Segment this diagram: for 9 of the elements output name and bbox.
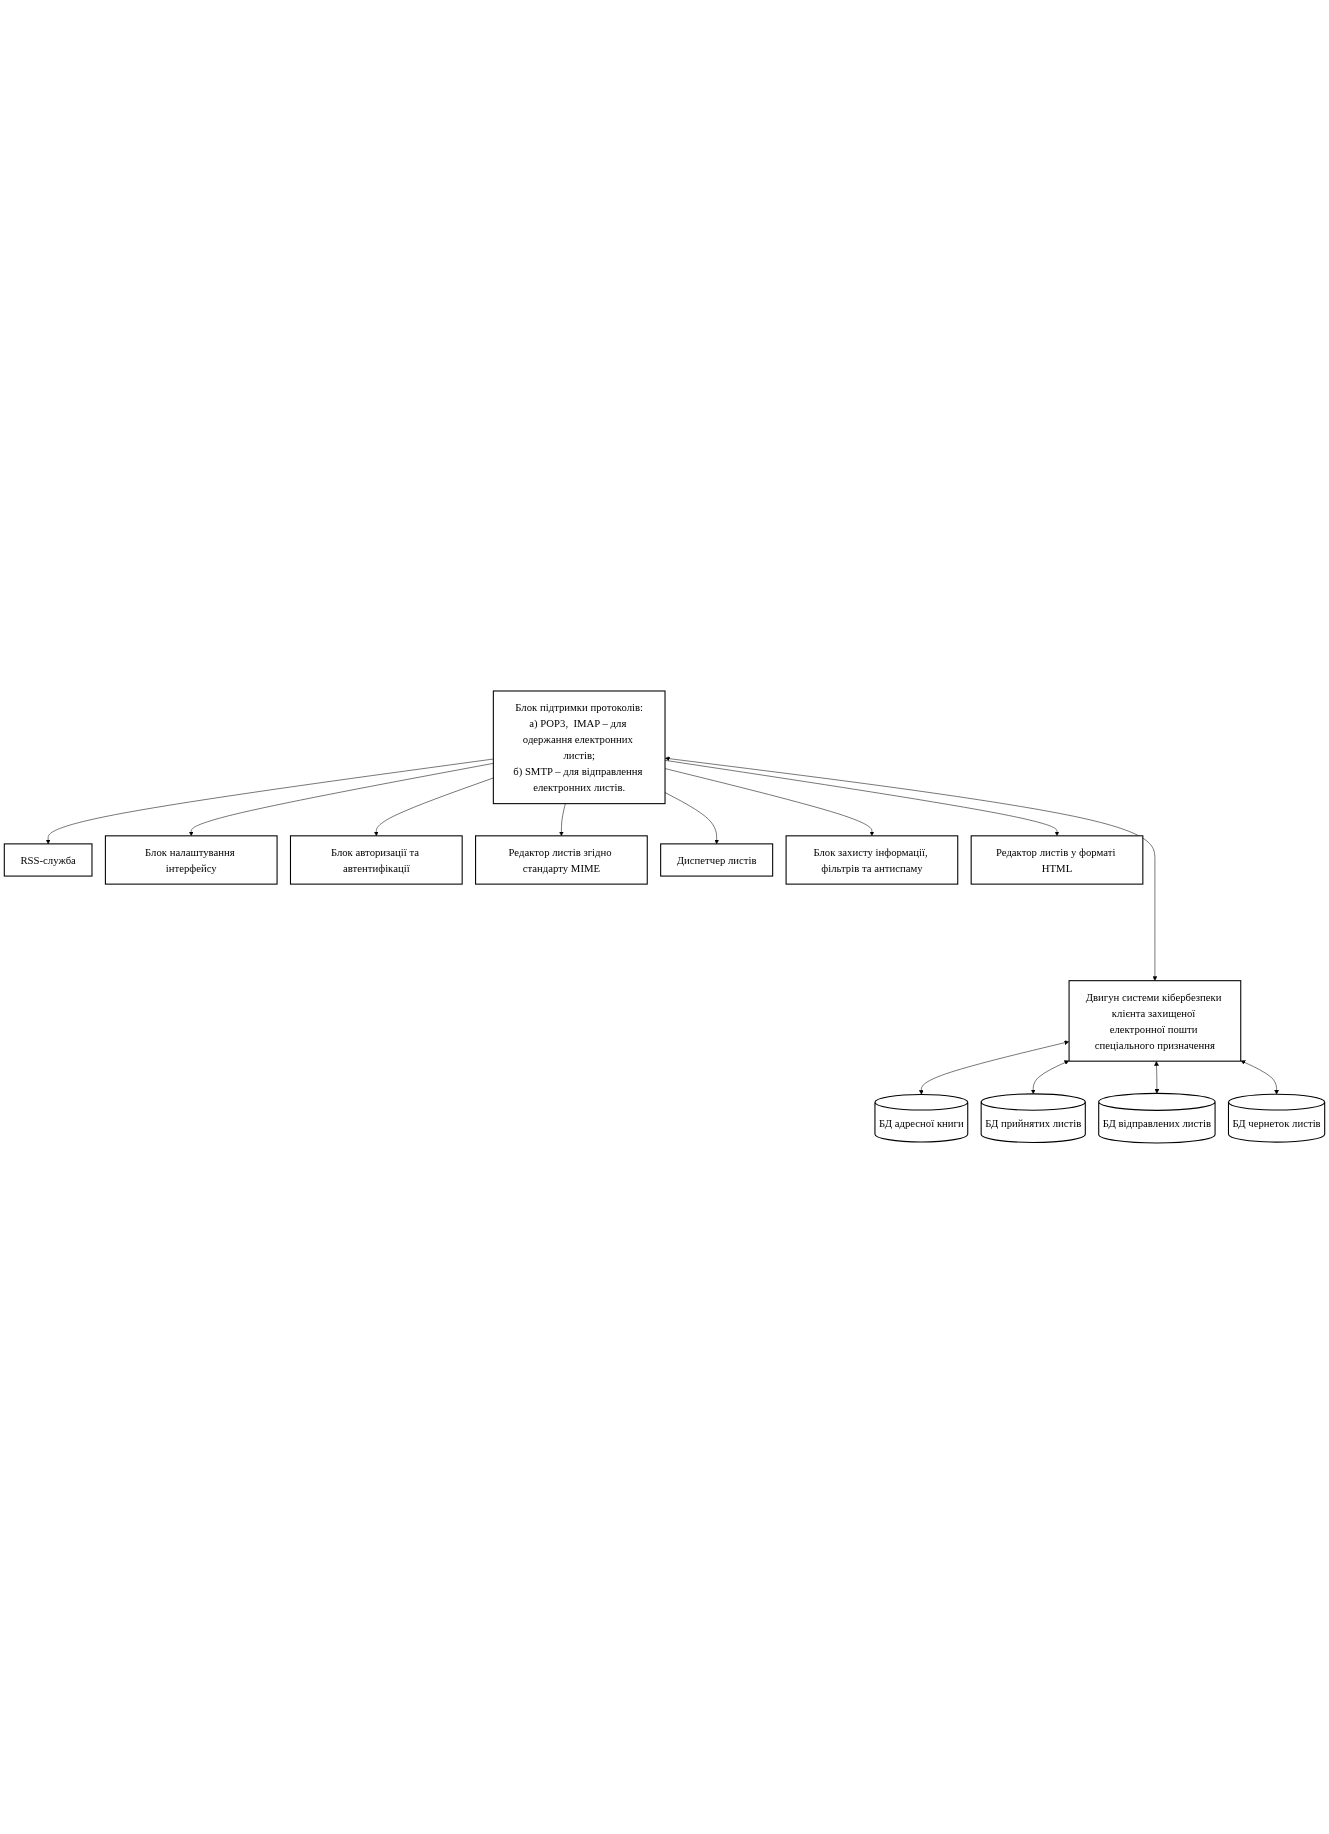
node-box: Блок налаштування інтерфейсу [104,835,278,885]
node-box: Блок підтримки протоколів: а) POP3, IMAP – для одержання електронних листів; б) SMTP – для відправлення електронних листів. [492,690,666,805]
node-box: Блок авторизації та автентифікації [289,835,463,885]
node-box: Редактор листів згідно стандарту MIME [475,835,648,885]
node-box: Двигун системи кібербезпеки клієнта захищеної електронної пошти спеціального призначення [1068,980,1242,1062]
node-box: Диспетчер листів [660,843,774,877]
node-box: Блок захисту інформації, фільтрів та антиспаму [785,835,959,885]
node-box: RSS-служба [3,843,93,877]
node-box: Редактор листів у форматі HTML [970,835,1144,885]
